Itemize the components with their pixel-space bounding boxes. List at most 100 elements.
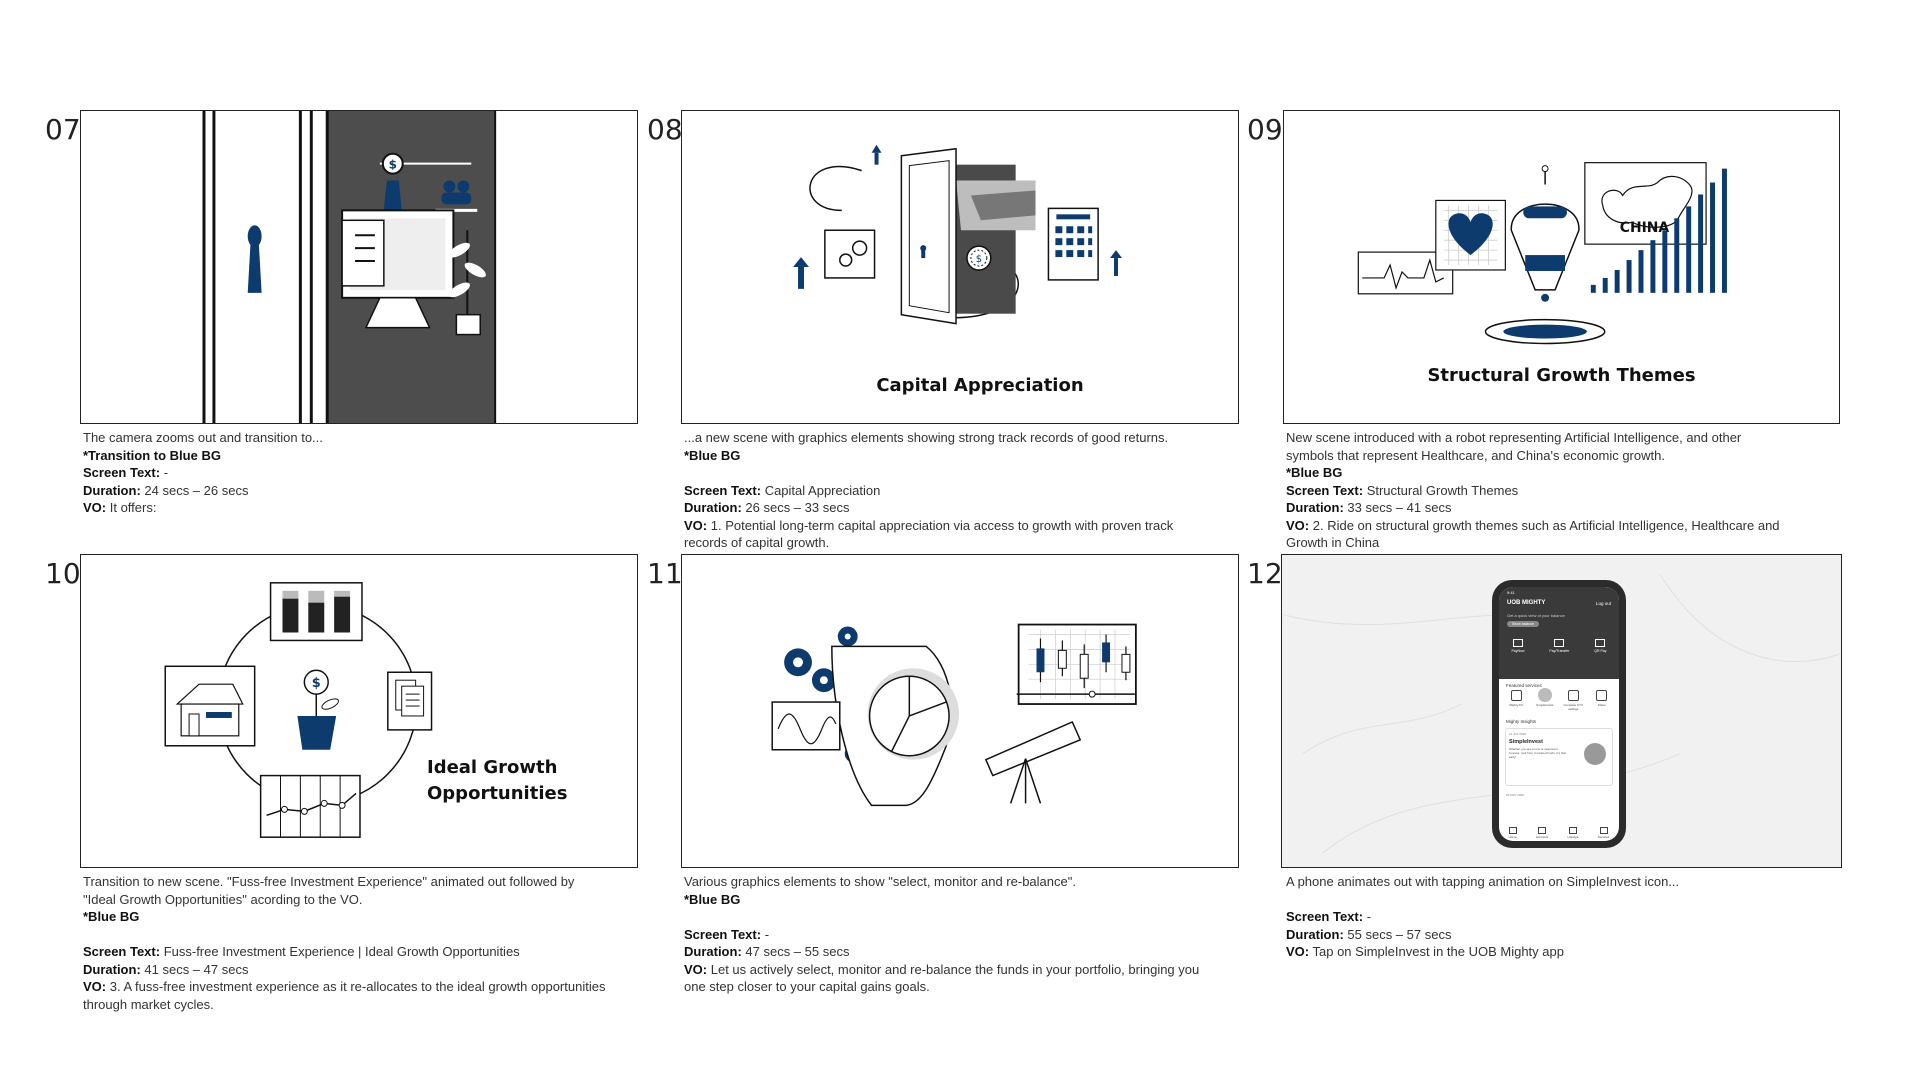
card-body: Whether you are a new or seasoned invest… bbox=[1509, 747, 1566, 759]
caption-line: Duration: 33 secs – 41 secs bbox=[1286, 500, 1452, 515]
tab-home[interactable]: Home bbox=[1508, 827, 1517, 839]
svg-text:$: $ bbox=[976, 254, 982, 265]
caption-line: *Blue BG bbox=[83, 909, 140, 924]
screen-text: Ideal Growth Opportunities bbox=[427, 755, 567, 807]
tab-accounts[interactable]: Accounts bbox=[1536, 827, 1548, 839]
caption-line bbox=[83, 926, 643, 944]
panel-number: 11 bbox=[647, 557, 683, 590]
plant-icon bbox=[448, 230, 486, 336]
card-title: SimpleInvest bbox=[1509, 739, 1543, 745]
caption-line: VO: 2. Ride on structural growth themes … bbox=[1286, 517, 1780, 533]
storyboard-frame-09: CHINA Structural Growth Themes bbox=[1283, 110, 1840, 424]
map-label: CHINA bbox=[1620, 220, 1670, 236]
insight-card[interactable]: 21 JUL 2020 SimpleInvest Whether you are… bbox=[1505, 728, 1613, 786]
caption-line: Screen Text: - bbox=[1286, 909, 1372, 924]
monitor-icon bbox=[341, 209, 455, 329]
caption-line: Duration: 41 secs – 47 secs bbox=[83, 961, 249, 977]
panel-number: 07 bbox=[45, 113, 81, 146]
storyboard-frame-12: 9:41 UOB MIGHTY Log out Get a quick view… bbox=[1281, 554, 1842, 868]
caption-line bbox=[1286, 891, 1841, 909]
fund-jars-icon bbox=[269, 582, 363, 642]
caption-line: Duration: 26 secs – 33 secs bbox=[684, 500, 850, 515]
screen-text-line: Opportunities bbox=[427, 783, 568, 804]
wave-chart-icon bbox=[771, 701, 841, 751]
screen-text: Structural Growth Themes bbox=[1427, 365, 1696, 386]
storyboard-frame-11 bbox=[681, 554, 1239, 868]
panel-caption: ...a new scene with graphics elements sh… bbox=[684, 429, 1239, 552]
panel-caption: New scene introduced with a robot repres… bbox=[1286, 429, 1841, 552]
tab-bar: Home Accounts Lifestyle Services bbox=[1499, 827, 1619, 839]
paynow-action[interactable]: PayNow bbox=[1511, 639, 1525, 653]
caption-line: *Blue BG bbox=[684, 447, 741, 463]
tab-lifestyle[interactable]: Lifestyle bbox=[1568, 827, 1579, 839]
storyboard-frame-08: $ Capital Appreciation bbox=[681, 110, 1239, 424]
qr-pay-action[interactable]: QR Pay bbox=[1594, 639, 1607, 653]
arrow-up-icon bbox=[793, 144, 1122, 289]
storyboard-frame-10: $ Ideal Growth Opportunities bbox=[80, 554, 638, 868]
status-time: 9:41 bbox=[1507, 590, 1515, 595]
caption-line bbox=[684, 908, 1239, 926]
caption-line: New scene introduced with a robot repres… bbox=[1286, 430, 1742, 445]
panel-number: 12 bbox=[1247, 557, 1283, 590]
caption-line: Duration: 47 secs – 55 secs bbox=[684, 944, 850, 959]
caption-line: VO: 3. A fuss-free investment experience… bbox=[83, 979, 606, 994]
caption-line: Screen Text: Capital Appreciation bbox=[684, 482, 881, 498]
logout-link[interactable]: Log out bbox=[1595, 601, 1611, 606]
insights-heading: Mighty Insights bbox=[1506, 719, 1537, 724]
bar-growth-icon bbox=[1590, 168, 1727, 293]
caption-line: Duration: 55 secs – 57 secs bbox=[1286, 926, 1452, 942]
caption-line: Screen Text: Fuss-free Investment Experi… bbox=[83, 944, 520, 959]
panel-caption: Transition to new scene. "Fuss-free Inve… bbox=[83, 873, 643, 1013]
pay-transfer-action[interactable]: Pay/Transfer bbox=[1549, 639, 1569, 653]
caption-line: ...a new scene with graphics elements sh… bbox=[684, 430, 1169, 445]
services-row: Mighty FX SimpleInvest Complete KYC sett… bbox=[1499, 688, 1619, 711]
tab-services[interactable]: Services bbox=[1598, 827, 1609, 839]
scale-icon: $ bbox=[379, 152, 478, 229]
growth-opportunities-illustration: $ bbox=[164, 582, 433, 838]
service-share[interactable]: Share bbox=[1591, 690, 1613, 711]
service-mighty-fx[interactable]: Mighty FX bbox=[1505, 690, 1527, 711]
app-brand: UOB MIGHTY bbox=[1507, 600, 1546, 606]
select-monitor-rebalance-illustration bbox=[771, 623, 1137, 807]
documents-icon bbox=[387, 671, 433, 731]
caption-line: through market cycles. bbox=[83, 996, 214, 1012]
house-icon bbox=[164, 665, 256, 747]
panel-caption: Various graphics elements to show "selec… bbox=[684, 873, 1239, 996]
caption-line: Screen Text: - bbox=[83, 465, 169, 480]
balance-subtitle: Get a quick view of your balance bbox=[1507, 613, 1565, 618]
caption-line: "Ideal Growth Opportunities" acording to… bbox=[83, 891, 363, 907]
caption-line: The camera zooms out and transition to..… bbox=[83, 430, 323, 445]
heart-icon bbox=[1435, 199, 1506, 271]
caption-line: Various graphics elements to show "selec… bbox=[684, 874, 1076, 889]
caption-line bbox=[684, 464, 1239, 482]
service-kyc[interactable]: Complete KYC settings bbox=[1562, 690, 1584, 711]
show-balance-button[interactable]: Show balance bbox=[1507, 621, 1539, 627]
panel-number: 09 bbox=[1247, 113, 1283, 146]
gears-icon bbox=[784, 626, 863, 763]
caption-line: Duration: 24 secs – 26 secs bbox=[83, 482, 249, 498]
caption-line: *Blue BG bbox=[1286, 465, 1343, 480]
panel-caption: The camera zooms out and transition to..… bbox=[83, 429, 638, 517]
caption-line: A phone animates out with tapping animat… bbox=[1286, 874, 1680, 889]
caption-line: *Blue BG bbox=[684, 891, 741, 907]
growth-themes-illustration: CHINA bbox=[1357, 162, 1727, 345]
telescope-icon bbox=[984, 720, 1082, 804]
panel-number: 10 bbox=[45, 557, 81, 590]
caption-line: VO: Let us actively select, monitor and … bbox=[684, 961, 1200, 977]
marble-background bbox=[1282, 574, 1840, 854]
screen-text: Capital Appreciation bbox=[876, 375, 1084, 396]
caption-line: VO: Tap on SimpleInvest in the UOB Might… bbox=[1286, 944, 1564, 959]
quick-actions: PayNow Pay/Transfer QR Pay bbox=[1499, 639, 1619, 653]
card-date: 21 JUL 2020 bbox=[1509, 732, 1526, 736]
storyboard-frame-07: $ bbox=[80, 110, 638, 424]
coins-icon bbox=[1584, 743, 1606, 765]
money-plant-icon: $ bbox=[297, 669, 339, 750]
coin-icon: $ bbox=[966, 245, 992, 271]
door-growth-illustration: $ bbox=[793, 144, 1122, 325]
scroll-pie-icon bbox=[831, 645, 960, 807]
svg-text:$: $ bbox=[312, 676, 321, 691]
door-scene-illustration: $ bbox=[202, 111, 637, 423]
caption-line: VO: It offers: bbox=[83, 500, 157, 515]
service-simpleinvest[interactable]: SimpleInvest bbox=[1534, 688, 1556, 711]
phone-header: 9:41 UOB MIGHTY Log out Get a quick view… bbox=[1499, 587, 1619, 679]
